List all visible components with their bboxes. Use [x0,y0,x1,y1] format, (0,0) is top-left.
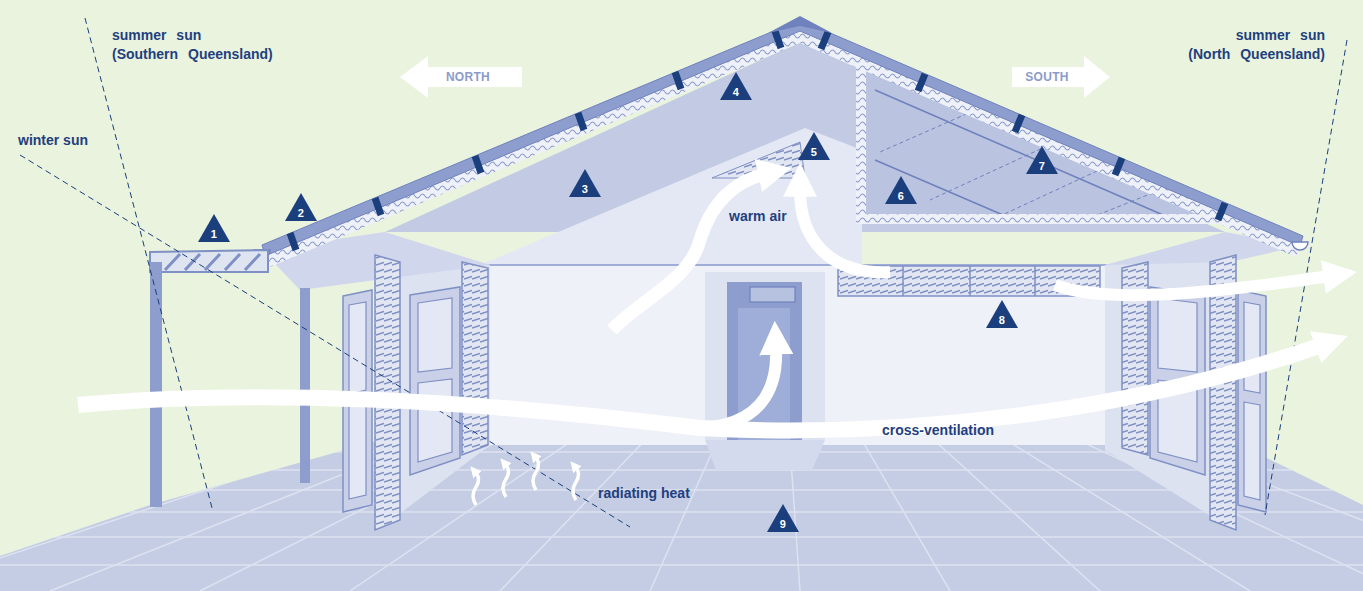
node-text: NORTH [446,70,490,84]
roof-batten [290,31,1225,250]
node-text: 1 [211,228,217,240]
cross-ventilation-arrow [78,345,1322,430]
node-text: 5 [811,146,817,158]
shutter-door [1238,290,1266,512]
compass-arrow: SOUTH [1012,56,1110,98]
node-body: 7 [1026,146,1058,174]
node-text: SOUTH [1025,70,1069,84]
louvre-shutter [462,262,488,455]
node-shape [986,300,1018,328]
callout-number: 5 [798,132,830,160]
veranda-post [150,262,162,507]
shutter-door [410,287,460,475]
node-shape [885,176,917,204]
heat-arrow [533,458,539,490]
sun-angle-line [20,155,630,527]
air-flow-arrow [700,348,776,428]
warm-air-arrow [800,190,890,272]
node-body: 6 [885,176,917,204]
wall-insulation [856,66,866,224]
node-body: 2 [285,193,317,221]
flow-label: radiating heat [598,484,728,503]
transom [750,287,795,302]
roof-insulation [265,31,1300,267]
node-text: 7 [1039,160,1045,172]
node-body: 3 [569,169,601,197]
ceiling-insulation [858,214,1224,224]
ridge-cap [768,16,832,33]
node-shape [720,72,752,100]
rafter [875,90,1170,218]
callout-number: 1 [198,214,230,242]
node-text: 4 [733,86,739,98]
node-body: 8 [986,300,1018,328]
heat-arrow [503,465,509,497]
node-shape [285,193,317,221]
node-text: 6 [898,190,904,202]
callout-number: 6 [885,176,917,204]
door-pane [418,298,452,462]
node-shape [569,169,601,197]
vent-divider [903,266,1035,296]
node-shape [767,504,799,532]
node-body: 5 [798,132,830,160]
node-text: 9 [780,518,786,530]
sun-label: summer sun (Southern Queensland) [112,26,275,64]
node-shape [1012,56,1110,98]
door-pane [1244,302,1260,500]
air-flow [78,174,1330,505]
sun-label: summer sun (North Queensland) [1186,26,1325,64]
pergola-slat [165,254,260,270]
callout-number: 4 [720,72,752,100]
callout-number: 2 [285,193,317,221]
sun-angle-line [85,18,212,508]
node-shape [198,214,230,242]
node-body: 1 [198,214,230,242]
air-flow-arrow [1055,276,1330,295]
veranda-post [300,288,310,483]
node-shape [798,132,830,160]
node-text: 3 [582,183,588,195]
node-text: 2 [298,207,304,219]
warm-air-arrow [612,174,765,330]
callout-number: 9 [767,504,799,532]
node-body: 4 [720,72,752,100]
roof-sheet [262,20,1303,256]
gutter [1292,242,1308,250]
node-body: 9 [767,504,799,532]
node-shape [400,56,522,98]
node-body: SOUTH [1012,56,1110,98]
hall-floor [705,440,825,470]
callout-number: 8 [986,300,1018,328]
flow-label: cross-ventilation [882,421,1032,440]
heat-arrow [573,468,579,500]
pergola [150,250,268,272]
callout-number: 3 [569,169,601,197]
node-body: NORTH [400,56,522,98]
heat-arrow [473,473,479,505]
node-text: 8 [999,314,1005,326]
flow-label: warm air [729,207,819,226]
callout-number: 7 [1026,146,1058,174]
node-shape [1026,146,1058,174]
compass-arrow: NORTH [400,56,522,98]
door-frame [705,272,825,440]
sun-label: winter sun [18,131,138,150]
